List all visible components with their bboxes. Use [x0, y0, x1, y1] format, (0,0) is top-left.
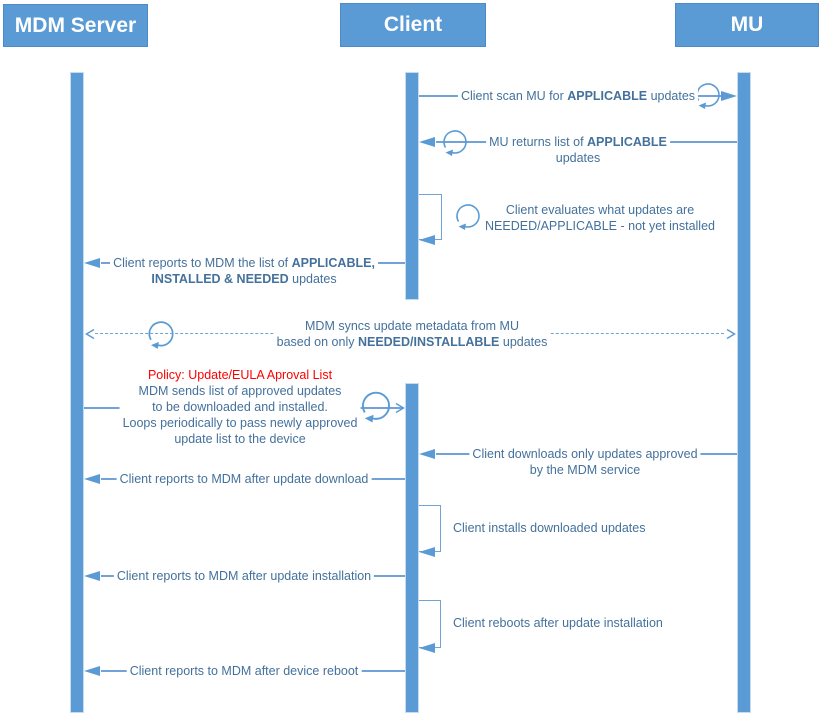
msg-approve-label-line2: to be downloaded and installed.	[152, 400, 328, 414]
msg-approve-policy-text: Policy: Update/EULA Aproval List	[147, 368, 333, 382]
lifeline-client-segment-2	[405, 383, 419, 713]
msg-install-label-line1: Client installs downloaded updates	[453, 521, 646, 535]
msg-reboot-self-loop	[419, 600, 441, 648]
msg-approve-label-line3: Loops periodically to pass newly approve…	[122, 416, 358, 430]
msg-sync-arrowhead-right-icon	[726, 328, 736, 340]
msg-report-download-label-line1: Client reports to MDM after update downl…	[119, 472, 369, 486]
msg-sync-label-line1: MDM syncs update metadata from MU	[305, 319, 519, 333]
msg-evaluate-label-line2: NEEDED/APPLICABLE - not yet installed	[485, 219, 715, 233]
msg-reboot-arrowhead-icon	[419, 643, 435, 653]
loop-icon	[362, 391, 391, 423]
msg-approve-label-line1: MDM sends list of approved updates	[138, 384, 342, 398]
msg-approve-label: Policy: Update/EULA Aproval List MDM sen…	[119, 367, 361, 447]
msg-report-download-label: Client reports to MDM after update downl…	[116, 471, 372, 487]
msg-returns-label: MU returns list of APPLICABLE updates	[486, 134, 670, 166]
msg-report-reboot-label-line1: Client reports to MDM after device reboo…	[129, 664, 359, 678]
msg-report-list-label: Client reports to MDM the list of APPLIC…	[110, 255, 378, 287]
msg-report-list-label-line1: Client reports to MDM the list of APPLIC…	[113, 256, 375, 270]
msg-returns-label-line2: updates	[555, 151, 601, 165]
msg-evaluate-arrowhead-icon	[419, 235, 435, 245]
msg-sync-label-line2: based on only NEEDED/INSTALLABLE updates	[276, 335, 548, 349]
msg-evaluate-label-line1: Client evaluates what updates are	[505, 203, 695, 217]
msg-report-download-arrowhead-icon	[84, 474, 100, 484]
msg-reboot-label-line1: Client reboots after update installation	[453, 616, 663, 630]
lifeline-client-segment-1	[405, 72, 419, 300]
msg-report-install-label-line1: Client reports to MDM after update insta…	[116, 569, 372, 583]
actor-box-mu: MU	[675, 3, 819, 47]
actor-label-mdm-server: MDM Server	[14, 13, 137, 37]
msg-download-arrowhead-icon	[419, 449, 435, 459]
msg-report-list-arrowhead-icon	[84, 258, 100, 268]
msg-install-label: Client installs downloaded updates	[450, 520, 649, 536]
msg-install-arrowhead-icon	[419, 547, 435, 557]
loop-icon	[456, 204, 480, 230]
actor-box-mdm-server: MDM Server	[3, 4, 148, 47]
msg-report-reboot-arrowhead-icon	[84, 666, 100, 676]
lifeline-mu	[737, 72, 751, 713]
actor-box-client: Client	[340, 3, 486, 47]
msg-sync-arrowhead-left-icon	[85, 328, 95, 340]
msg-approve-label-line4: update list to the device	[174, 432, 306, 446]
msg-report-install-label: Client reports to MDM after update insta…	[113, 568, 375, 584]
msg-evaluate-label: Client evaluates what updates are NEEDED…	[482, 202, 718, 234]
msg-reboot-label: Client reboots after update installation	[450, 615, 666, 631]
msg-report-install-arrowhead-icon	[84, 571, 100, 581]
msg-download-label: Client downloads only updates approved b…	[469, 446, 701, 478]
msg-returns-label-line1: MU returns list of APPLICABLE	[489, 135, 667, 149]
msg-returns-arrowhead-icon	[419, 137, 435, 147]
msg-scan-label: Client scan MU for APPLICABLE updates	[457, 88, 699, 104]
msg-evaluate-self-loop	[419, 194, 442, 240]
actor-label-mu: MU	[730, 13, 764, 36]
msg-install-self-loop	[419, 505, 441, 552]
actor-label-client: Client	[383, 13, 443, 36]
msg-download-label-line1: Client downloads only updates approved	[472, 447, 698, 461]
msg-report-list-label-line2: INSTALLED & NEEDED updates	[151, 272, 337, 286]
msg-scan-label-line1: Client scan MU for APPLICABLE updates	[460, 89, 696, 103]
msg-sync-label: MDM syncs update metadata from MU based …	[273, 318, 551, 350]
lifeline-mdm-server	[70, 72, 84, 713]
msg-approve-arrowhead-icon	[395, 402, 405, 414]
msg-scan-arrowhead-icon	[721, 91, 737, 101]
loop-icon	[148, 321, 174, 349]
msg-report-reboot-label: Client reports to MDM after device reboo…	[126, 663, 362, 679]
loop-icon	[443, 130, 467, 156]
msg-download-label-line2: by the MDM service	[529, 463, 641, 477]
